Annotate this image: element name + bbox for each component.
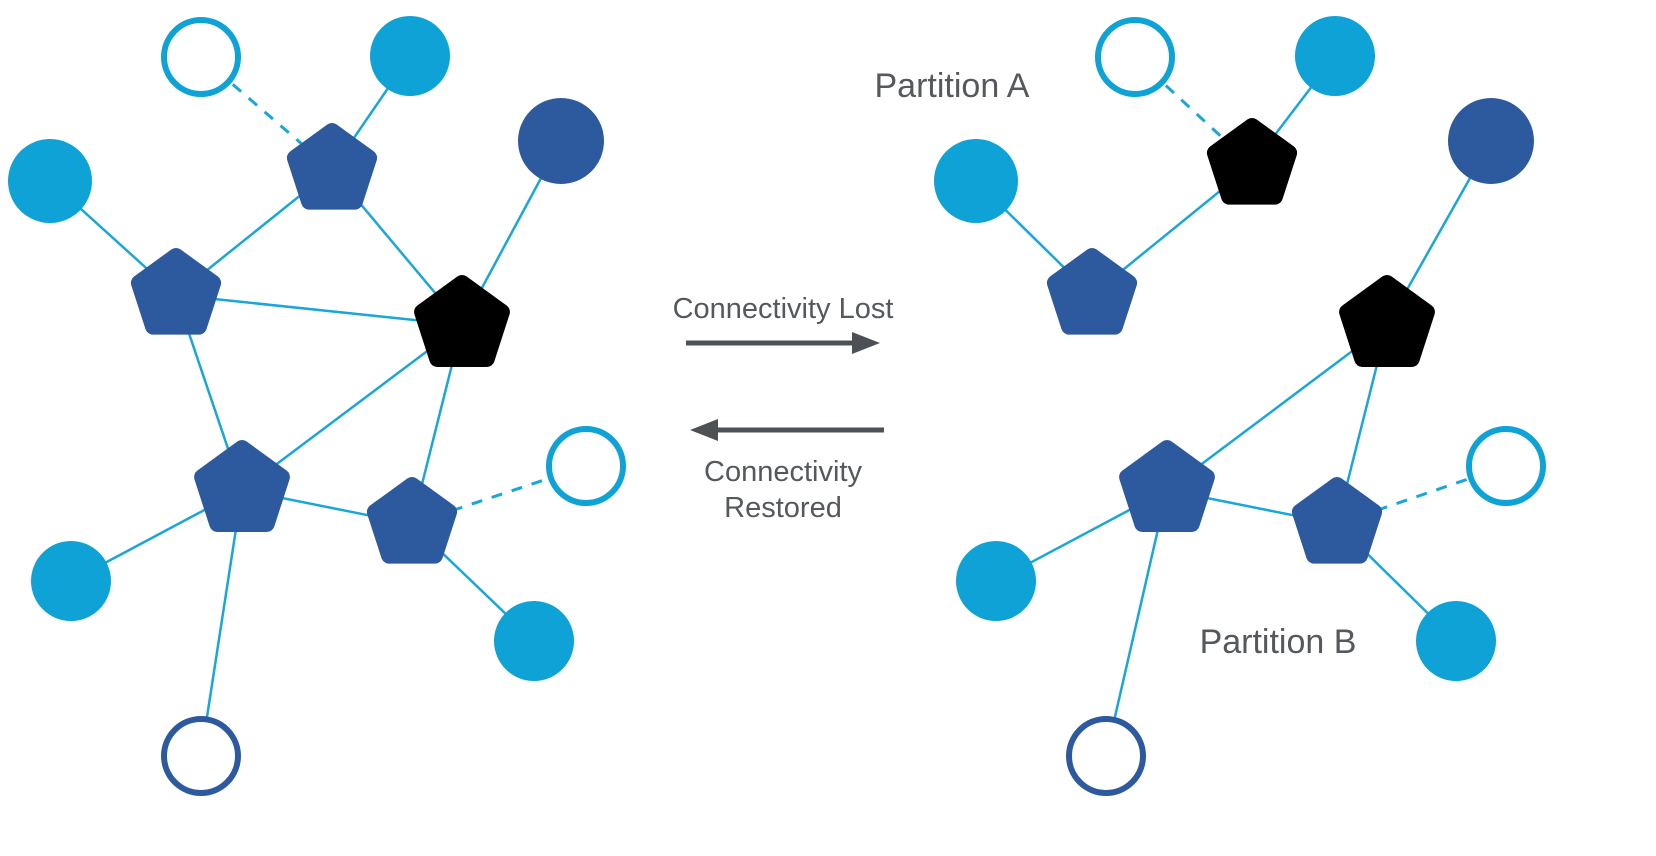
- arrows-layer: [686, 332, 884, 441]
- edge-R-p3-R-c8: [1104, 489, 1169, 757]
- connectivity-lost-arrow-head: [852, 332, 880, 354]
- pentagon-node-black-R-pX: [1339, 275, 1435, 367]
- partition-a-label: Partition A: [875, 67, 1030, 105]
- circle-node-cyan-R-c2: [1295, 16, 1375, 96]
- circle-node-cyan-L-c6: [31, 541, 111, 621]
- circle-node-outline-navy-R-c8: [1066, 716, 1146, 796]
- edge-R-pX-R-p3: [1166, 324, 1388, 491]
- pentagon-node-navy-R-p4: [1291, 477, 1383, 564]
- connectivity-restored-arrow-head: [690, 419, 718, 441]
- pentagon-node-navy-R-p2: [1046, 248, 1138, 335]
- circle-node-outline-cyan-L-c5: [546, 426, 626, 506]
- pentagon-node-black-R-pA: [1206, 118, 1298, 205]
- pentagon-node-navy-R-p3: [1119, 440, 1215, 532]
- circle-node-outline-navy-L-c8: [161, 716, 241, 796]
- connectivity-restored-arrow: [690, 419, 884, 441]
- circle-node-outline-cyan-R-c5: [1466, 426, 1546, 506]
- connectivity-lost-arrow: [686, 332, 880, 354]
- pentagon-node-black-L-pX: [414, 275, 510, 367]
- edge-L-p2-L-pX: [175, 293, 463, 327]
- circle-node-cyan-L-c7: [494, 601, 574, 681]
- circle-node-navy-R-c3: [1448, 98, 1534, 184]
- circle-node-cyan-R-c4: [934, 139, 1018, 223]
- pentagon-node-navy-L-p3: [194, 440, 290, 532]
- circle-node-cyan-R-c6: [956, 541, 1036, 621]
- nodes-layer: [8, 16, 1546, 796]
- pentagon-node-navy-L-p1: [286, 123, 378, 210]
- connectivity-restored-label-line1: Connectivity: [704, 456, 862, 488]
- circle-node-cyan-L-c2: [370, 16, 450, 96]
- edge-L-p3-L-c8: [199, 489, 244, 757]
- pentagon-node-navy-L-p4: [366, 477, 458, 564]
- circle-node-cyan-L-c4: [8, 139, 92, 223]
- edge-L-pX-L-p3: [241, 324, 463, 491]
- circle-node-cyan-R-c7: [1416, 601, 1496, 681]
- circle-node-outline-cyan-L-c1: [161, 17, 241, 97]
- circle-node-outline-cyan-R-c1: [1095, 17, 1175, 97]
- pentagon-node-navy-L-p2: [130, 248, 222, 335]
- connectivity-restored-label-line2: Restored: [724, 492, 842, 524]
- circle-node-navy-L-c3: [518, 98, 604, 184]
- connectivity-lost-label: Connectivity Lost: [673, 293, 894, 325]
- partition-b-label: Partition B: [1200, 623, 1357, 661]
